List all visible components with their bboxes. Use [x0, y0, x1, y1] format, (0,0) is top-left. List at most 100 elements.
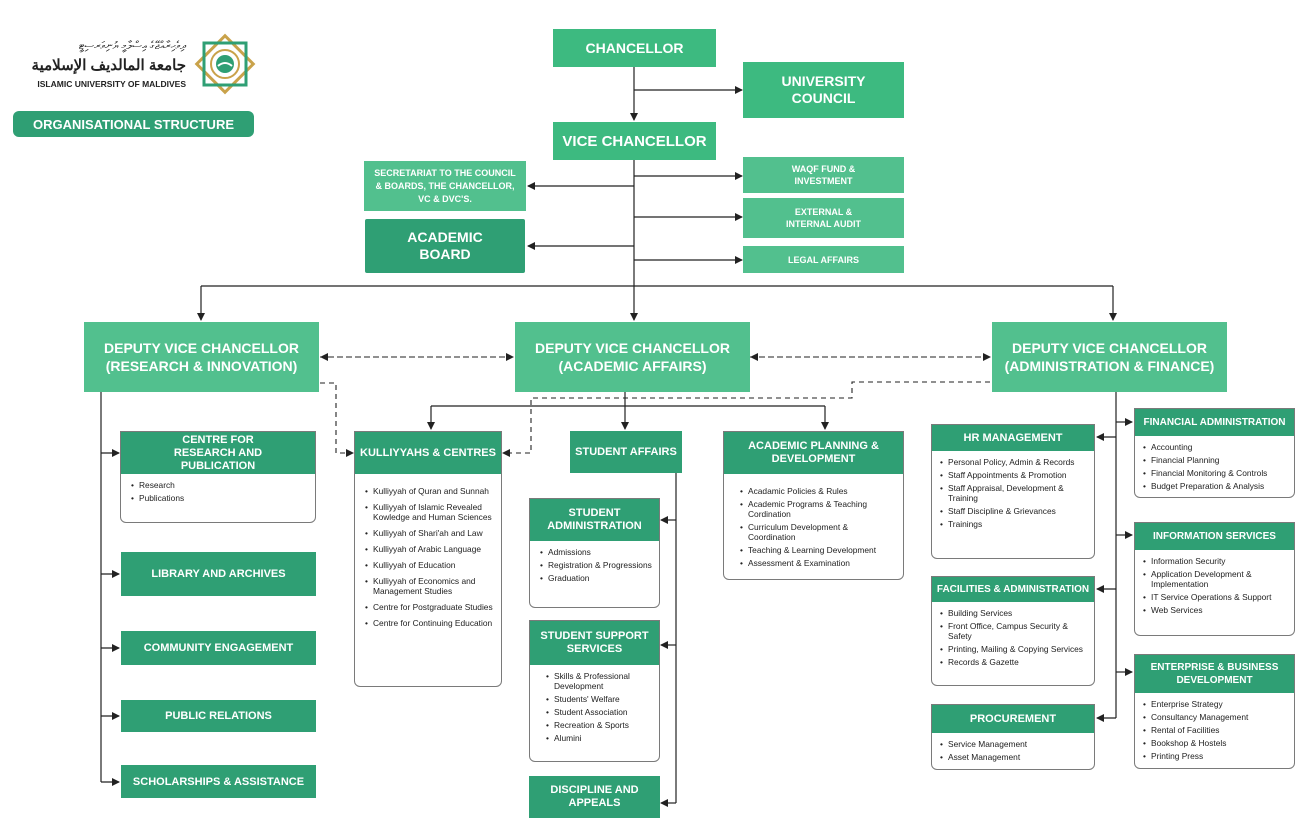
list-item: Recreation & Sports [546, 720, 653, 730]
dhivehi-name: ދިވެހިރާއްޖޭގެ އިސްލާމީ ޔުނިވަރސިޓީ [78, 40, 186, 52]
procurement-list: Service Management Asset Management [932, 733, 1094, 771]
scholarships-box: SCHOLARSHIPS & ASSISTANCE [121, 765, 316, 798]
hr-management-list: Personal Policy, Admin & Records Staff A… [932, 451, 1094, 538]
public-relations-box: PUBLIC RELATIONS [121, 700, 316, 732]
academic-planning-list: Acadamic Policies & Rules Academic Progr… [724, 474, 903, 577]
list-item: IT Service Operations & Support [1143, 592, 1288, 602]
list-item: Registration & Progressions [540, 560, 653, 570]
list-item: Acadamic Policies & Rules [740, 486, 897, 496]
information-services-card: INFORMATION SERVICES Information Securit… [1134, 522, 1295, 636]
academic-board-box: ACADEMIC BOARD [365, 219, 525, 273]
english-name: ISLAMIC UNIVERSITY OF MALDIVES [37, 79, 186, 89]
hr-management-card: HR MANAGEMENT Personal Policy, Admin & R… [931, 424, 1095, 559]
list-item: Printing Press [1143, 751, 1288, 761]
list-item: Kulliyyah of Economics and Management St… [365, 576, 495, 596]
dvc-academic-box: DEPUTY VICE CHANCELLOR (ACADEMIC AFFAIRS… [515, 322, 750, 392]
student-admin-list: Admissions Registration & Progressions G… [530, 541, 659, 592]
list-item: Kulliyyah of Shari'ah and Law [365, 528, 495, 538]
list-item: Staff Appraisal, Development & Training [940, 483, 1088, 503]
secretariat-box: SECRETARIAT TO THE COUNCIL & BOARDS, THE… [364, 161, 526, 211]
list-item: Assessment & Examination [740, 558, 897, 568]
list-item: Rental of Facilities [1143, 725, 1288, 735]
centre-research-title: CENTRE FOR RESEARCH AND PUBLICATION [121, 432, 315, 474]
hr-management-title: HR MANAGEMENT [932, 425, 1094, 451]
list-item: Staff Discipline & Grievances [940, 506, 1088, 516]
list-item: Asset Management [940, 752, 1088, 762]
list-item: Admissions [540, 547, 653, 557]
discipline-appeals-box: DISCIPLINE AND APPEALS [529, 776, 660, 818]
enterprise-list: Enterprise Strategy Consultancy Manageme… [1135, 693, 1294, 770]
university-logo [192, 30, 258, 102]
student-admin-title: STUDENT ADMINISTRATION [530, 499, 659, 541]
kulliyyahs-title: KULLIYYAHS & CENTRES [355, 432, 501, 474]
list-item: Building Services [940, 608, 1088, 618]
kulliyyahs-card: KULLIYYAHS & CENTRES Kulliyyah of Quran … [354, 431, 502, 687]
list-item: Curriculum Development & Coordination [740, 522, 897, 542]
enterprise-card: ENTERPRISE & BUSINESS DEVELOPMENT Enterp… [1134, 654, 1295, 769]
list-item: Kulliyyah of Quran and Sunnah [365, 486, 495, 496]
list-item: Service Management [940, 739, 1088, 749]
list-item: Budget Preparation & Analysis [1143, 481, 1288, 491]
list-item: Centre for Continuing Education [365, 618, 495, 628]
list-item: Publications [131, 493, 309, 503]
dvc-admin-box: DEPUTY VICE CHANCELLOR (ADMINISTRATION &… [992, 322, 1227, 392]
student-admin-card: STUDENT ADMINISTRATION Admissions Regist… [529, 498, 660, 608]
information-services-title: INFORMATION SERVICES [1135, 523, 1294, 550]
facilities-list: Building Services Front Office, Campus S… [932, 602, 1094, 676]
centre-research-list: Research Publications [121, 474, 315, 512]
kulliyyahs-list: Kulliyyah of Quran and Sunnah Kulliyyah … [355, 474, 501, 637]
financial-admin-card: FINANCIAL ADMINISTRATION Accounting Fina… [1134, 408, 1295, 498]
list-item: Enterprise Strategy [1143, 699, 1288, 709]
financial-admin-list: Accounting Financial Planning Financial … [1135, 436, 1294, 500]
list-item: Centre for Postgraduate Studies [365, 602, 495, 612]
academic-planning-title: ACADEMIC PLANNING & DEVELOPMENT [724, 432, 903, 474]
list-item: Teaching & Learning Development [740, 545, 897, 555]
list-item: Students' Welfare [546, 694, 653, 704]
list-item: Trainings [940, 519, 1088, 529]
list-item: Bookshop & Hostels [1143, 738, 1288, 748]
facilities-card: FACILITIES & ADMINISTRATION Building Ser… [931, 576, 1095, 686]
list-item: Information Security [1143, 556, 1288, 566]
procurement-card: PROCUREMENT Service Management Asset Man… [931, 704, 1095, 770]
list-item: Application Development & Implementation [1143, 569, 1288, 589]
list-item: Student Association [546, 707, 653, 717]
student-support-list: Skills & Professional Development Studen… [530, 665, 659, 752]
audit-box: EXTERNAL & INTERNAL AUDIT [743, 198, 904, 238]
information-services-list: Information Security Application Develop… [1135, 550, 1294, 624]
chancellor-box: CHANCELLOR [553, 29, 716, 67]
facilities-title: FACILITIES & ADMINISTRATION [932, 577, 1094, 602]
procurement-title: PROCUREMENT [932, 705, 1094, 733]
list-item: Kulliyyah of Education [365, 560, 495, 570]
academic-planning-card: ACADEMIC PLANNING & DEVELOPMENT Acadamic… [723, 431, 904, 580]
waqf-fund-box: WAQF FUND & INVESTMENT [743, 157, 904, 193]
list-item: Printing, Mailing & Copying Services [940, 644, 1088, 654]
list-item: Accounting [1143, 442, 1288, 452]
arabic-name: جامعة المالديف الإسلامية [31, 57, 186, 74]
list-item: Research [131, 480, 309, 490]
list-item: Consultancy Management [1143, 712, 1288, 722]
student-support-card: STUDENT SUPPORT SERVICES Skills & Profes… [529, 620, 660, 762]
vice-chancellor-box: VICE CHANCELLOR [553, 122, 716, 160]
list-item: Front Office, Campus Security & Safety [940, 621, 1088, 641]
list-item: Academic Programs & Teaching Cordination [740, 499, 897, 519]
university-council-box: UNIVERSITY COUNCIL [743, 62, 904, 118]
student-support-title: STUDENT SUPPORT SERVICES [530, 621, 659, 665]
list-item: Personal Policy, Admin & Records [940, 457, 1088, 467]
financial-admin-title: FINANCIAL ADMINISTRATION [1135, 409, 1294, 436]
list-item: Alumini [546, 733, 653, 743]
legal-affairs-box: LEGAL AFFAIRS [743, 246, 904, 273]
community-engagement-box: COMMUNITY ENGAGEMENT [121, 631, 316, 665]
enterprise-title: ENTERPRISE & BUSINESS DEVELOPMENT [1135, 655, 1294, 693]
list-item: Skills & Professional Development [546, 671, 653, 691]
library-archives-box: LIBRARY AND ARCHIVES [121, 552, 316, 596]
list-item: Financial Planning [1143, 455, 1288, 465]
list-item: Records & Gazette [940, 657, 1088, 667]
list-item: Kulliyyah of Arabic Language [365, 544, 495, 554]
student-affairs-box: STUDENT AFFAIRS [570, 431, 682, 473]
list-item: Financial Monitoring & Controls [1143, 468, 1288, 478]
centre-research-card: CENTRE FOR RESEARCH AND PUBLICATION Rese… [120, 431, 316, 523]
list-item: Web Services [1143, 605, 1288, 615]
list-item: Graduation [540, 573, 653, 583]
organisational-structure-badge: ORGANISATIONAL STRUCTURE [13, 111, 254, 137]
